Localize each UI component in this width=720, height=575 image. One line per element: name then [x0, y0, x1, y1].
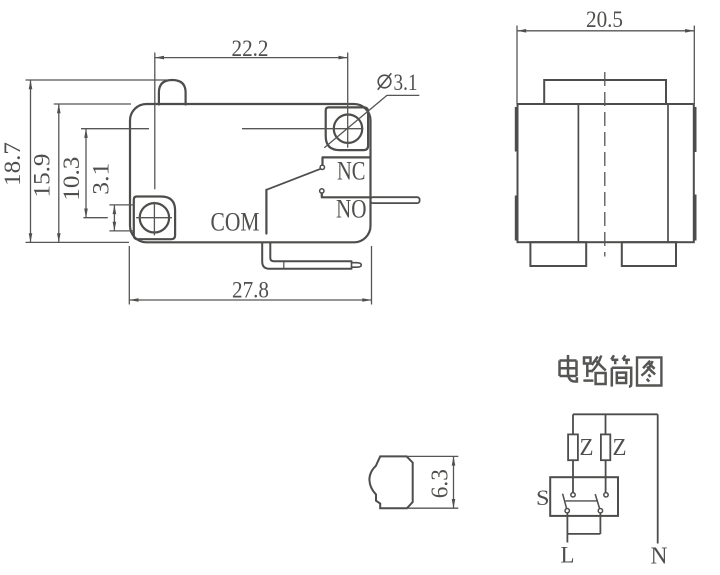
svg-text:Z: Z	[613, 435, 627, 461]
svg-text:22.2: 22.2	[232, 36, 269, 61]
svg-text:6.3: 6.3	[428, 469, 454, 498]
svg-text:COM: COM	[211, 207, 260, 237]
svg-text:NO: NO	[336, 194, 367, 224]
svg-text:N: N	[651, 544, 668, 570]
svg-text:Z: Z	[580, 435, 594, 461]
svg-text:27.8: 27.8	[232, 278, 269, 303]
svg-text:S: S	[536, 485, 550, 510]
svg-text:20.5: 20.5	[586, 7, 623, 32]
svg-text:15.9: 15.9	[30, 154, 55, 198]
svg-text:18.7: 18.7	[0, 142, 25, 186]
svg-text:10.3: 10.3	[59, 157, 84, 201]
svg-text:L: L	[561, 542, 575, 568]
svg-text:NC: NC	[337, 156, 366, 186]
svg-text:3.1: 3.1	[89, 163, 114, 195]
svg-text:3.1: 3.1	[394, 70, 418, 95]
